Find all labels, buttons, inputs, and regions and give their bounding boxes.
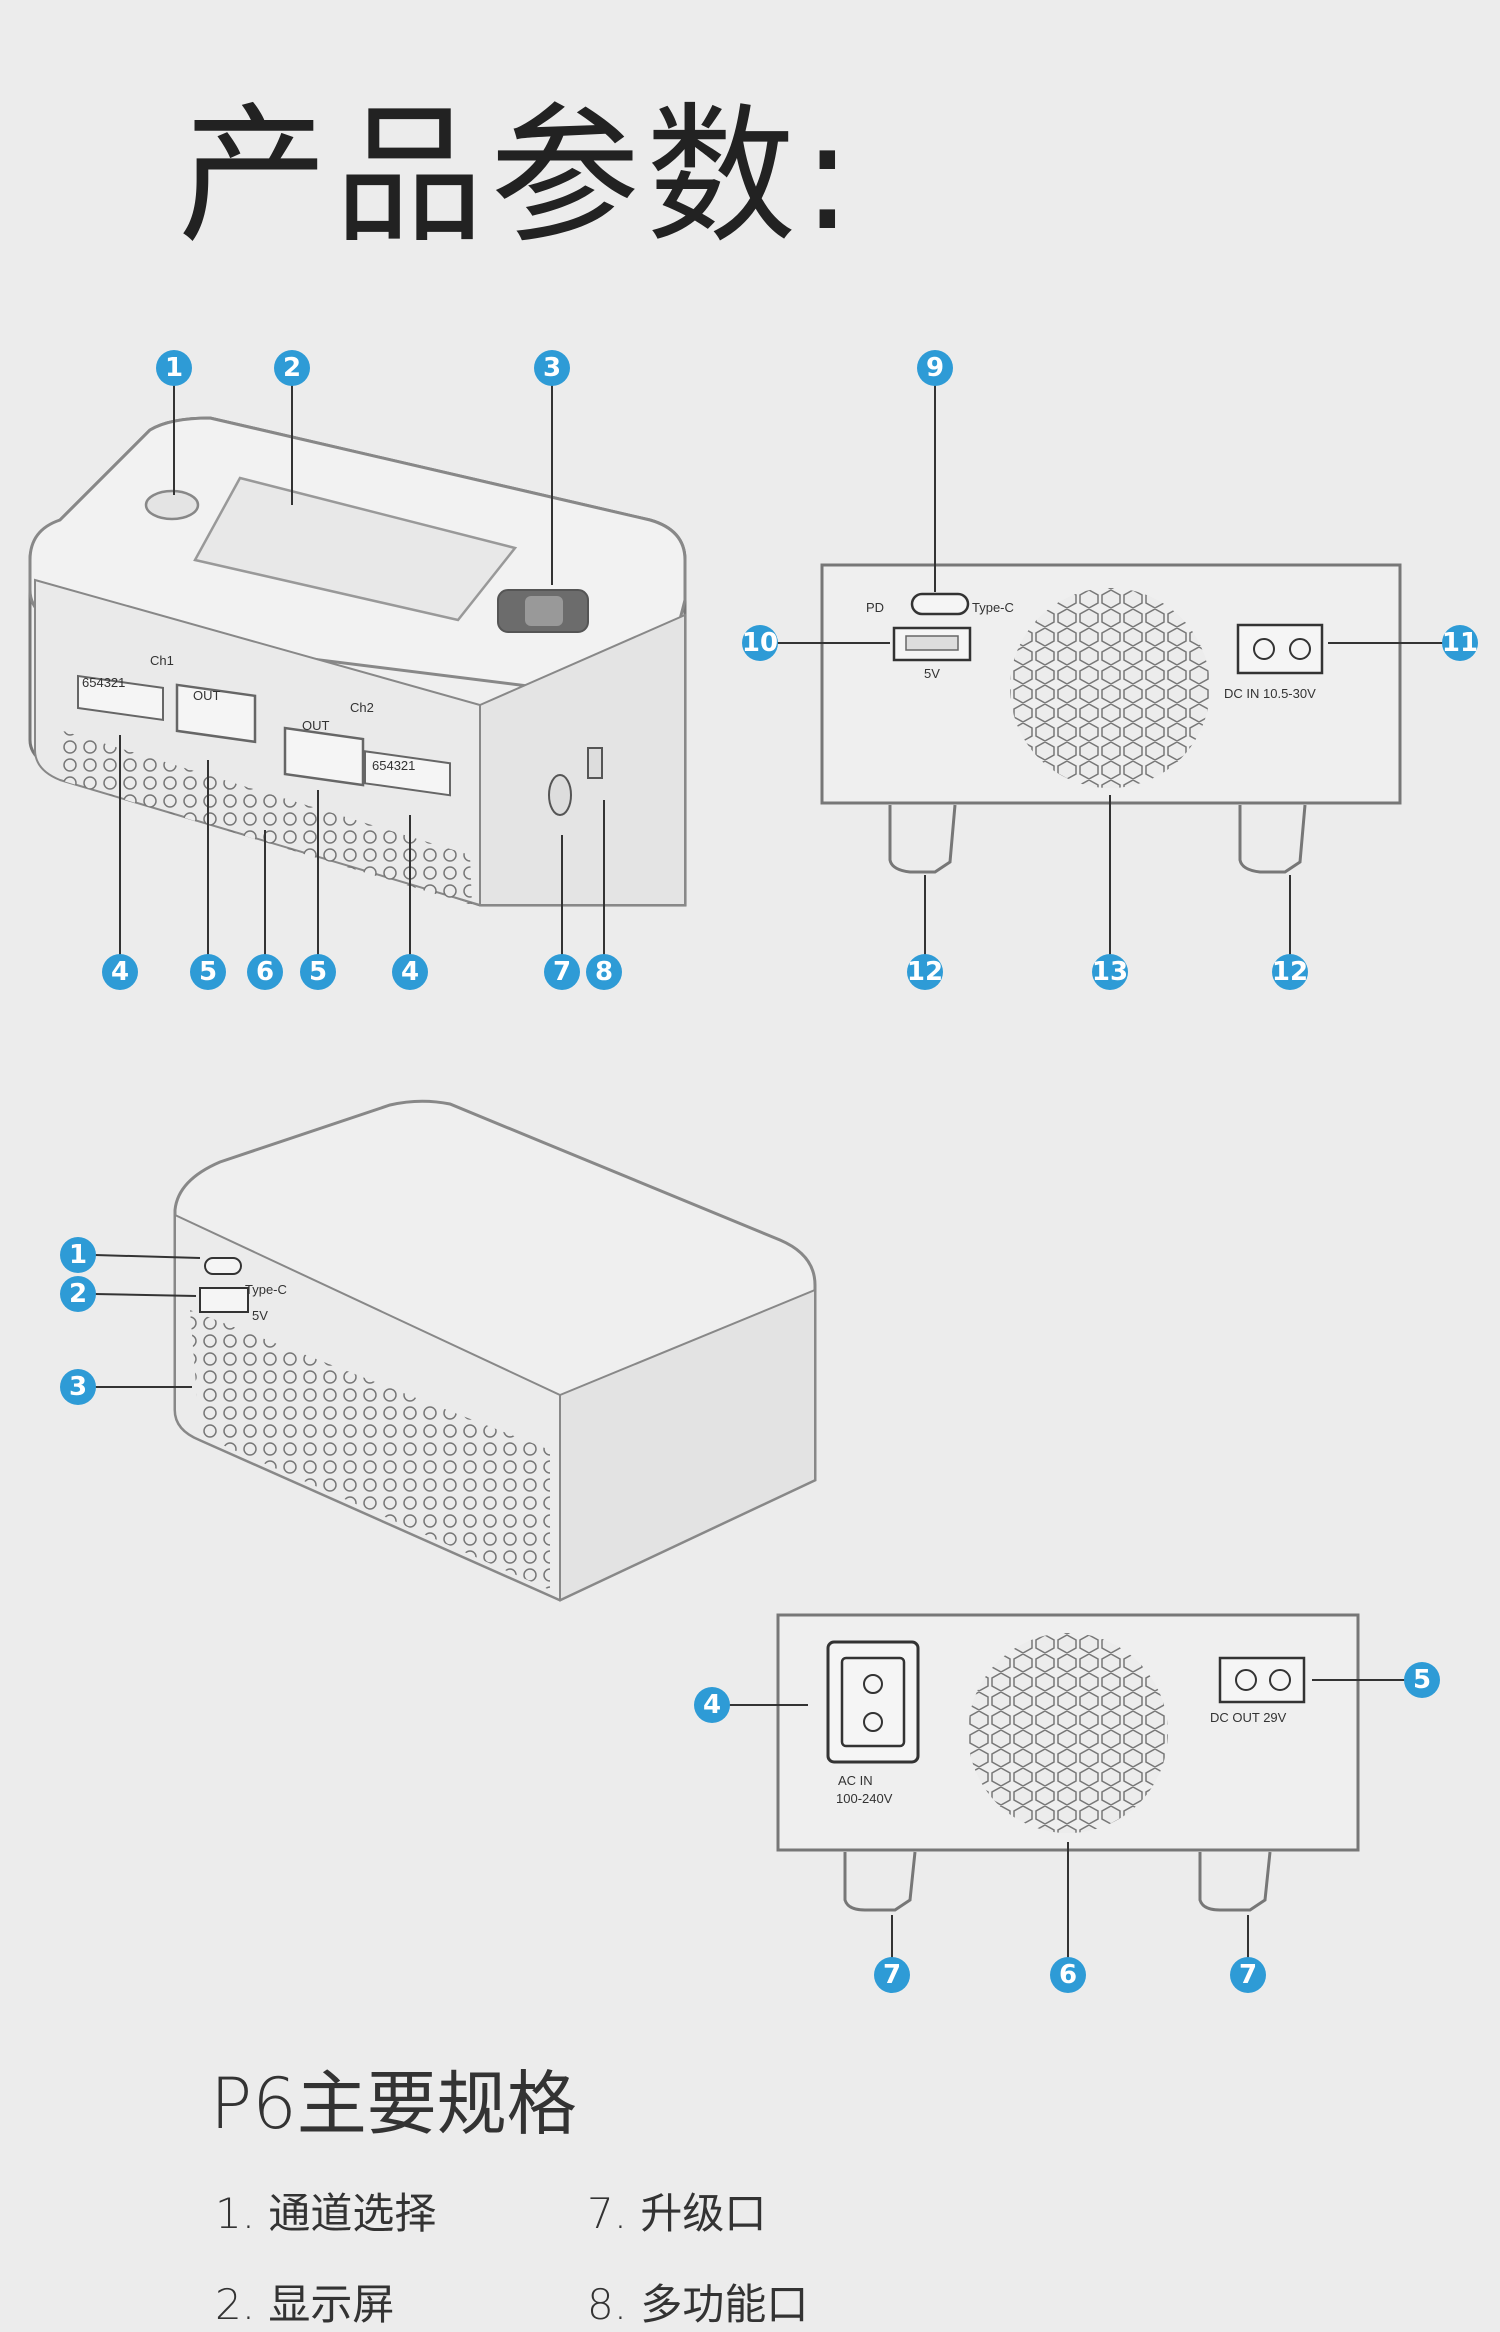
- ac-in-label: AC IN: [838, 1773, 873, 1788]
- badge: 12: [1272, 954, 1308, 990]
- svg-text:11: 11: [1442, 628, 1478, 658]
- specs-title: P6主要规格: [210, 2063, 577, 2145]
- dc-out-label: DC OUT 29V: [1210, 1710, 1287, 1725]
- badge: 3: [534, 350, 570, 386]
- spec-item: 1. 通道选择: [215, 2189, 437, 2238]
- svg-text:10: 10: [742, 628, 778, 658]
- svg-text:8: 8: [595, 957, 613, 987]
- spec-item: 8. 多功能口: [587, 2280, 809, 2329]
- balance-pins-1: 654321: [82, 675, 125, 690]
- svg-text:13: 13: [1092, 957, 1128, 987]
- usb-5v-label-back: 5V: [252, 1308, 268, 1323]
- typec-label-side: Type-C: [972, 600, 1014, 615]
- ch1-label: Ch1: [150, 653, 174, 668]
- back-view-device: Type-C 5V: [173, 1099, 817, 1602]
- svg-text:4: 4: [401, 957, 419, 987]
- badge: 4: [694, 1687, 730, 1723]
- back-leaders: [94, 1254, 201, 1388]
- badge: 3: [60, 1369, 96, 1405]
- rear-view-device: AC IN 100-240V DC OUT 29V: [776, 1613, 1360, 1912]
- svg-text:5: 5: [199, 957, 217, 987]
- out-label-1: OUT: [193, 688, 221, 703]
- svg-text:7: 7: [1239, 1960, 1257, 1990]
- side-badges: 9 10 11 12 13 12: [742, 350, 1478, 990]
- side-view-device: PD Type-C 5V DC IN 10.5-30V: [820, 563, 1402, 874]
- rear-leaders: [728, 1679, 1405, 1960]
- svg-text:3: 3: [543, 353, 561, 383]
- side-leaders: [775, 385, 1445, 960]
- ac-range-label: 100-240V: [836, 1791, 893, 1806]
- dc-in-label: DC IN 10.5-30V: [1224, 686, 1316, 701]
- ch2-label: Ch2: [350, 700, 374, 715]
- svg-text:12: 12: [907, 957, 943, 987]
- svg-text:2: 2: [283, 353, 301, 383]
- svg-text:7: 7: [553, 957, 571, 987]
- svg-text:9: 9: [926, 353, 944, 383]
- svg-text:7: 7: [883, 1960, 901, 1990]
- badge: 2: [60, 1276, 96, 1312]
- badge: 7: [874, 1957, 910, 1993]
- badge: 6: [247, 954, 283, 990]
- badge: 13: [1092, 954, 1128, 990]
- badge: 1: [156, 350, 192, 386]
- typec-label-back: Type-C: [245, 1282, 287, 1297]
- pd-label: PD: [866, 600, 884, 615]
- badge: 1: [60, 1237, 96, 1273]
- svg-text:6: 6: [256, 957, 274, 987]
- front-badges: 1 2 3 4 5 6 5 4 7 8: [102, 350, 622, 990]
- badge: 4: [102, 954, 138, 990]
- badge: 5: [300, 954, 336, 990]
- page-title: 产品参数:: [178, 90, 859, 264]
- front-view-device: Ch1 Ch2 OUT OUT 654321 654321: [28, 416, 687, 907]
- badge: 5: [190, 954, 226, 990]
- rear-badges: 4 5 7 6 7: [694, 1662, 1440, 1993]
- badge: 4: [392, 954, 428, 990]
- svg-text:3: 3: [69, 1372, 87, 1402]
- svg-text:1: 1: [69, 1240, 87, 1270]
- badge: 5: [1404, 1662, 1440, 1698]
- spec-item: 2. 显示屏: [215, 2280, 395, 2329]
- svg-text:12: 12: [1272, 957, 1308, 987]
- balance-pins-2: 654321: [372, 758, 415, 773]
- svg-text:4: 4: [703, 1690, 721, 1720]
- out-label-2: OUT: [302, 718, 330, 733]
- badge: 9: [917, 350, 953, 386]
- svg-text:5: 5: [309, 957, 327, 987]
- badge: 12: [907, 954, 943, 990]
- badge: 7: [1230, 1957, 1266, 1993]
- svg-text:1: 1: [165, 353, 183, 383]
- front-leaders: [119, 385, 605, 960]
- svg-text:2: 2: [69, 1279, 87, 1309]
- badge: 2: [274, 350, 310, 386]
- specs-list: 1. 通道选择 7. 升级口 2. 显示屏 8. 多功能口: [215, 2180, 1115, 2332]
- usb-5v-label: 5V: [924, 666, 940, 681]
- svg-text:6: 6: [1059, 1960, 1077, 1990]
- badge: 11: [1442, 625, 1478, 661]
- back-badges: 1 2 3: [60, 1237, 96, 1405]
- badge: 10: [742, 625, 778, 661]
- badge: 8: [586, 954, 622, 990]
- svg-text:5: 5: [1413, 1665, 1431, 1695]
- spec-item: 7. 升级口: [587, 2189, 767, 2238]
- badge: 7: [544, 954, 580, 990]
- svg-text:4: 4: [111, 957, 129, 987]
- badge: 6: [1050, 1957, 1086, 1993]
